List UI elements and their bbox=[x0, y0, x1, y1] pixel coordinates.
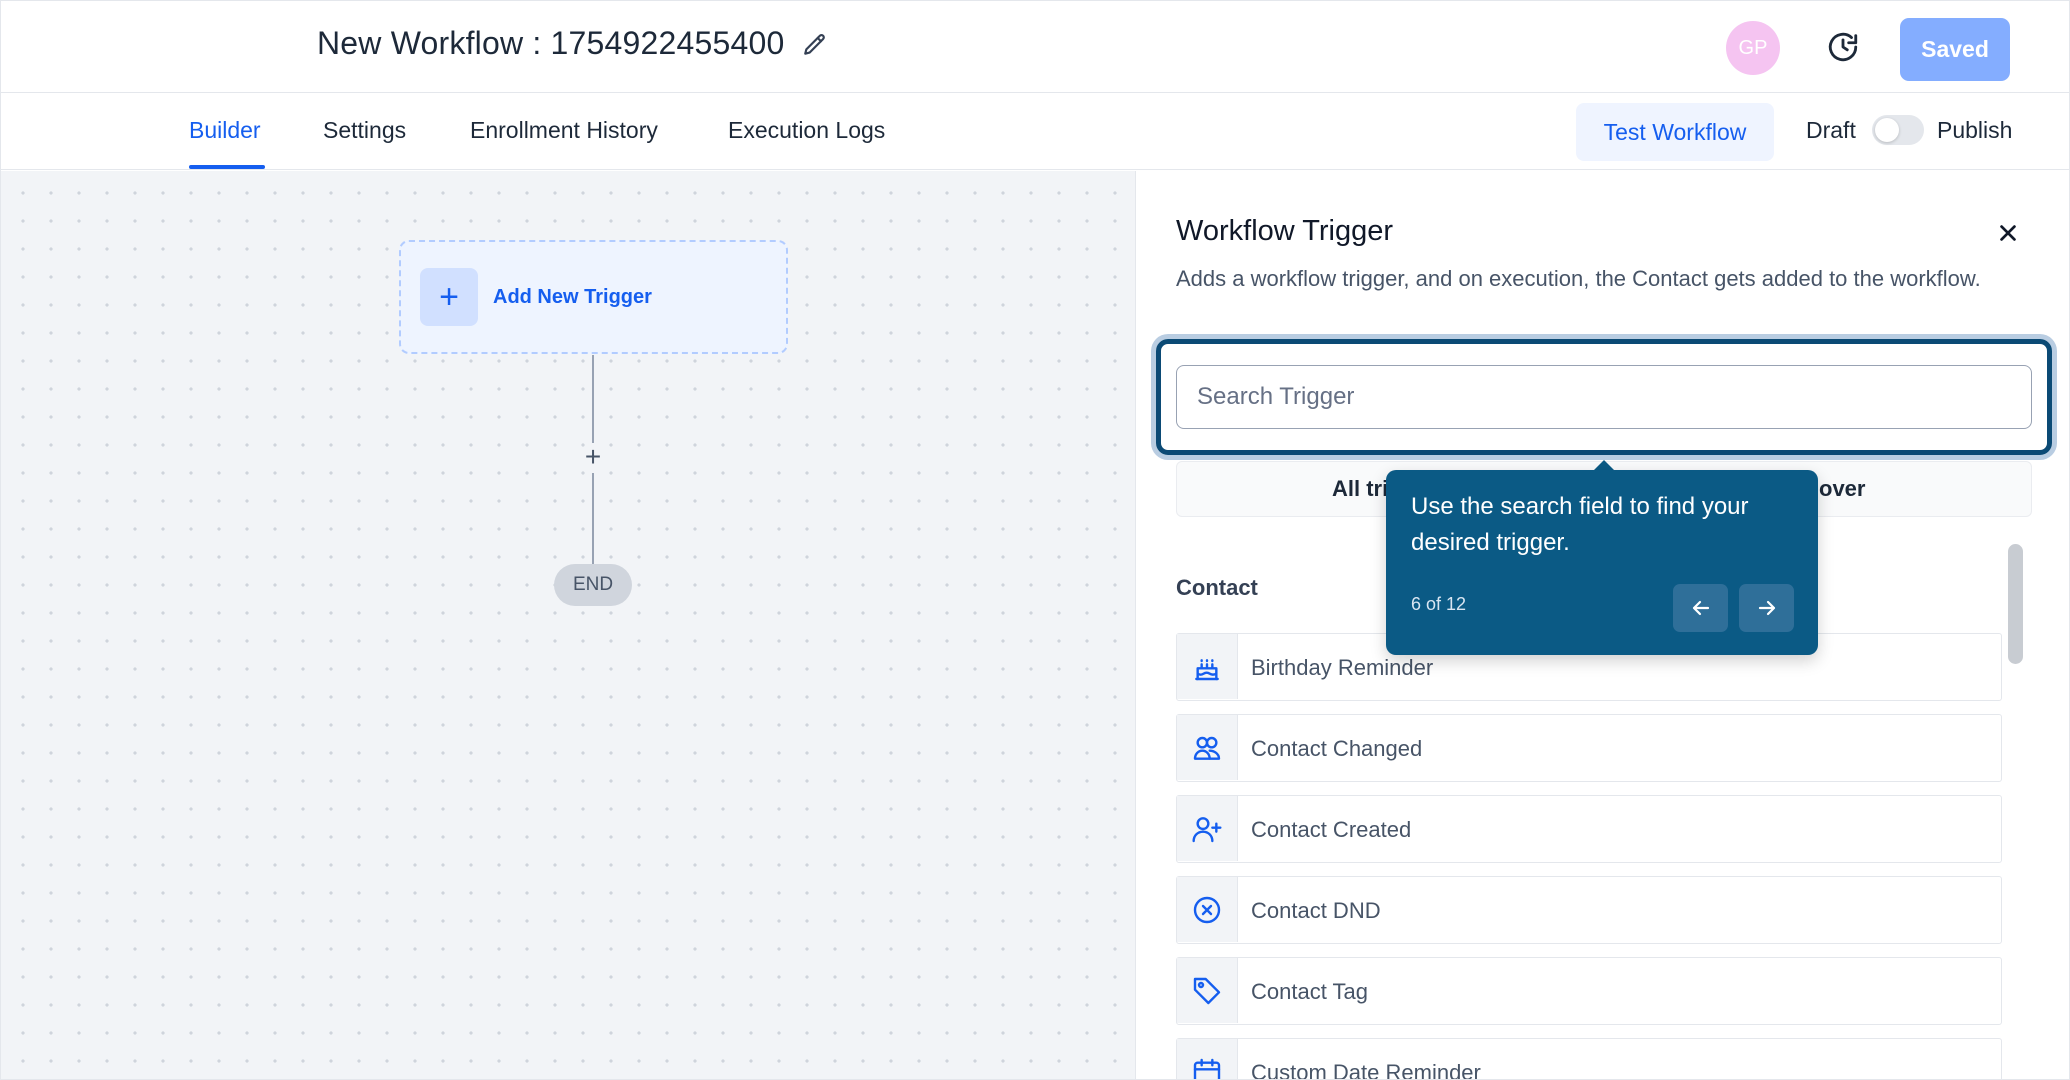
trigger-item-custom-date-reminder[interactable]: Custom Date Reminder bbox=[1176, 1038, 2002, 1080]
end-node: END bbox=[554, 564, 632, 606]
history-clock-icon bbox=[1828, 32, 1858, 62]
filter-tab-discover[interactable]: over bbox=[1819, 476, 1866, 501]
filter-tab-all-triggers[interactable]: All tri bbox=[1332, 476, 1389, 501]
trigger-item-label: Contact Changed bbox=[1251, 736, 1423, 761]
tooltip-next-button[interactable] bbox=[1739, 584, 1794, 632]
close-panel-button[interactable] bbox=[1990, 215, 2026, 251]
onboarding-tooltip: Use the search field to find your desire… bbox=[1386, 470, 1818, 655]
toggle-knob bbox=[1875, 118, 1899, 142]
cake-icon bbox=[1195, 658, 1219, 680]
edit-title-button[interactable] bbox=[799, 29, 831, 61]
arrow-right-icon bbox=[1758, 600, 1775, 616]
panel-title: Workflow Trigger bbox=[1176, 215, 1394, 247]
workflow-title: New Workflow : 1754922455400 bbox=[317, 25, 785, 61]
workflow-trigger-panel: Workflow Trigger Adds a workflow trigger… bbox=[1135, 171, 2069, 1080]
users-icon bbox=[1193, 736, 1221, 760]
tooltip-text: Use the search field to find your desire… bbox=[1411, 493, 1749, 556]
tab-enrollment-history[interactable]: Enrollment History bbox=[470, 117, 658, 143]
publish-label: Publish bbox=[1937, 117, 2013, 143]
arrow-left-icon bbox=[1692, 600, 1709, 616]
calendar-icon bbox=[1193, 1058, 1221, 1079]
trigger-item-contact-created[interactable]: Contact Created bbox=[1176, 795, 2002, 863]
tag-icon bbox=[1193, 977, 1221, 1004]
draft-label: Draft bbox=[1806, 117, 1856, 143]
trigger-item-label: Contact Created bbox=[1251, 817, 1412, 842]
trigger-item-label: Birthday Reminder bbox=[1251, 655, 1434, 680]
trigger-item-label: Custom Date Reminder bbox=[1251, 1060, 1481, 1080]
trigger-list: Contact Birthday Reminder Con bbox=[1176, 541, 2006, 1080]
saved-button[interactable]: Saved bbox=[1900, 18, 2010, 81]
tab-execution-logs[interactable]: Execution Logs bbox=[728, 117, 886, 143]
add-new-trigger-label: Add New Trigger bbox=[493, 286, 652, 308]
add-step-button[interactable]: + bbox=[584, 441, 602, 472]
publish-toggle[interactable] bbox=[1872, 115, 1924, 145]
user-plus-icon bbox=[1192, 816, 1222, 842]
workflow-canvas[interactable]: + Add New Trigger + END bbox=[1, 171, 1135, 1079]
tour-highlight bbox=[1156, 339, 2052, 455]
trigger-item-contact-dnd[interactable]: Contact DND bbox=[1176, 876, 2002, 944]
trigger-item-label: Contact DND bbox=[1251, 898, 1381, 923]
section-label-contact: Contact bbox=[1176, 575, 1258, 600]
history-button[interactable] bbox=[1823, 27, 1863, 67]
active-tab-indicator bbox=[189, 165, 265, 169]
plus-icon: + bbox=[420, 268, 478, 326]
tab-builder[interactable]: Builder bbox=[189, 117, 261, 143]
tooltip-arrow bbox=[1593, 460, 1615, 471]
close-icon bbox=[2000, 225, 2016, 241]
panel-description: Adds a workflow trigger, and on executio… bbox=[1176, 266, 1981, 291]
connector-line bbox=[592, 473, 594, 565]
trigger-item-contact-tag[interactable]: Contact Tag bbox=[1176, 957, 2002, 1025]
user-avatar[interactable]: GP bbox=[1726, 21, 1780, 75]
trigger-item-contact-changed[interactable]: Contact Changed bbox=[1176, 714, 2002, 782]
scrollbar-thumb[interactable] bbox=[2008, 544, 2023, 664]
search-trigger-input[interactable] bbox=[1176, 365, 2032, 429]
tab-bar: Builder Settings Enrollment History Exec… bbox=[1, 93, 2069, 170]
tooltip-step-counter: 6 of 12 bbox=[1411, 594, 1467, 614]
connector-line bbox=[592, 355, 594, 443]
top-header: New Workflow : 1754922455400 GP Saved bbox=[1, 1, 2069, 93]
tooltip-prev-button[interactable] bbox=[1673, 584, 1728, 632]
add-new-trigger-node[interactable]: + Add New Trigger bbox=[399, 240, 788, 354]
test-workflow-button[interactable]: Test Workflow bbox=[1576, 103, 1774, 161]
trigger-item-label: Contact Tag bbox=[1251, 979, 1369, 1004]
tab-settings[interactable]: Settings bbox=[323, 117, 407, 143]
circle-x-icon bbox=[1193, 896, 1221, 923]
pencil-icon bbox=[804, 34, 825, 55]
